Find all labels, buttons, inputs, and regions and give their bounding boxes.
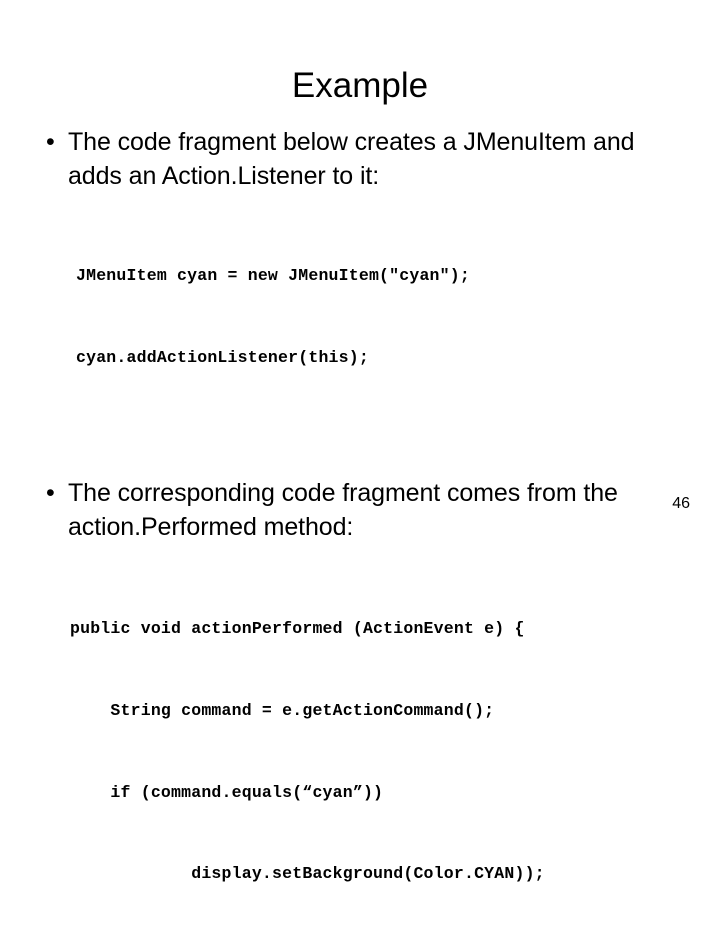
- slide: Example • The code fragment below create…: [46, 66, 690, 883]
- slide-body: • The code fragment below creates a JMen…: [0, 126, 720, 942]
- code-line: public void actionPerformed (ActionEvent…: [70, 619, 525, 639]
- code-line: if (command.equals(“cyan”)): [70, 782, 384, 802]
- code-line: display.setBackground(Color.CYAN));: [70, 864, 545, 884]
- bullet-section-1: • The code fragment below creates a JMen…: [0, 126, 720, 194]
- page-number: 46: [672, 495, 690, 512]
- code-line: JMenuItem cyan = new JMenuItem("cyan");: [76, 265, 470, 285]
- code-block-2: public void actionPerformed (ActionEvent…: [0, 561, 720, 942]
- code-line: cyan.addActionListener(this);: [76, 347, 369, 367]
- page-title: Example: [291, 66, 429, 106]
- bullet-marker-icon: •: [46, 479, 55, 508]
- section-spacer: [0, 425, 720, 477]
- code-line: String command = e.getActionCommand();: [70, 700, 495, 720]
- list-item: • The corresponding code fragment comes …: [46, 477, 680, 545]
- list-item: • The code fragment below creates a JMen…: [46, 126, 680, 194]
- code-block-1: JMenuItem cyan = new JMenuItem("cyan"); …: [0, 208, 720, 426]
- bullet-section-2: • The corresponding code fragment comes …: [0, 477, 720, 545]
- list-item-text: The corresponding code fragment comes fr…: [68, 479, 618, 541]
- list-item-text: The code fragment below creates a JMenuI…: [68, 128, 635, 190]
- bullet-marker-icon: •: [46, 128, 55, 156]
